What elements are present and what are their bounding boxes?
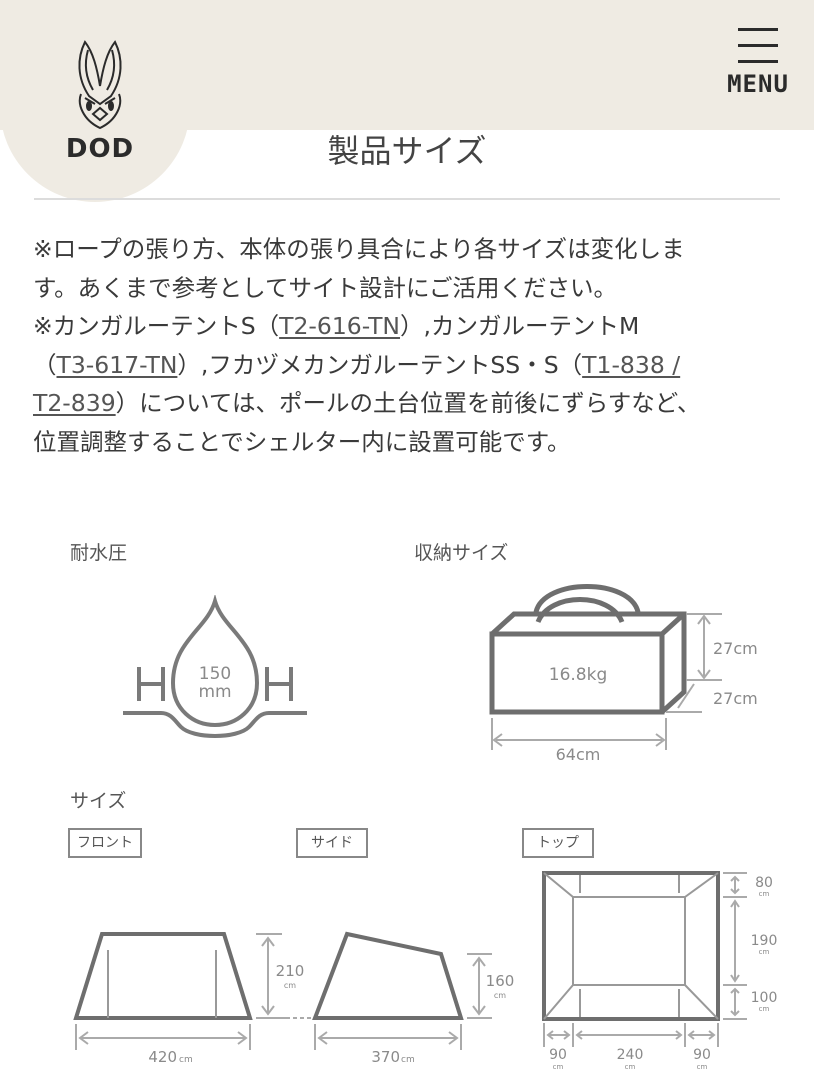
product-link-t2-839[interactable]: T2-839 — [33, 389, 116, 417]
top-width-left-unit: cm — [553, 1063, 564, 1071]
top-width-right-value: 90 — [693, 1047, 711, 1063]
product-link-t2-616-tn[interactable]: T2-616-TN — [279, 312, 401, 340]
front-view-tag: フロント — [68, 828, 142, 858]
product-link-t1-838[interactable]: T1-838 / — [582, 350, 681, 379]
note-line: ※ロープの張り方、本体の張り具合により各サイズは変化しま — [33, 235, 685, 263]
water-drop-diagram: 150 mm — [115, 595, 315, 745]
water-resistance-label: 耐水圧 — [70, 542, 128, 564]
hamburger-icon — [738, 44, 778, 47]
water-resistance-value: 150 — [199, 664, 231, 684]
top-view-diagram: 80 cm 190 cm 100 cm 90 cm 240 cm 90 cm — [535, 865, 814, 1080]
size-notes: ※ロープの張り方、本体の張り具合により各サイズは変化しま す。あくまで参考として… — [33, 230, 783, 461]
side-height-unit: cm — [494, 991, 506, 1000]
side-height-value: 160 — [486, 972, 515, 990]
top-width-right-unit: cm — [697, 1063, 708, 1071]
storage-height: 27cm — [713, 639, 758, 658]
size-label: サイズ — [70, 790, 127, 812]
hamburger-icon — [738, 28, 778, 31]
top-depth-rear-unit: cm — [759, 1005, 770, 1013]
water-resistance-unit: mm — [198, 682, 231, 702]
divider — [34, 198, 780, 200]
note-text: ）,カンガルーテントM — [400, 312, 640, 340]
water-drop-icon: 150 mm — [123, 595, 307, 738]
note-text: ）,フカヅメカンガルーテントSS・S（ — [177, 350, 583, 379]
storage-size-label: 収納サイズ — [414, 542, 509, 564]
note-text: ）については、ポールの土台位置を前後にずらすなど、 — [115, 389, 701, 417]
top-width-mid-value: 240 — [617, 1047, 644, 1063]
top-view-tag: トップ — [522, 828, 594, 858]
front-height-unit: cm — [284, 981, 296, 990]
top-width-left-value: 90 — [549, 1047, 567, 1063]
storage-bag-diagram: 16.8kg 27cm 27cm 64cm — [480, 570, 780, 770]
note-line: （T3-617-TN）,フカヅメカンガルーテントSS・S（T1-838 / — [33, 346, 783, 385]
top-width-mid-unit: cm — [625, 1063, 636, 1071]
bag-icon: 16.8kg 27cm 27cm 64cm — [489, 584, 758, 764]
tent-front-icon: 210 cm 420 cm — [73, 932, 312, 1066]
note-line: T2-839）については、ポールの土台位置を前後にずらすなど、 — [33, 384, 783, 423]
brand-name: DOD — [65, 134, 135, 164]
top-depth-front-unit: cm — [759, 890, 770, 898]
top-depth-mid-unit: cm — [759, 948, 770, 956]
note-line: 位置調整することでシェルター内に設置可能です。 — [33, 427, 571, 456]
side-width-value: 370 — [371, 1048, 400, 1066]
hamburger-icon — [738, 60, 778, 63]
note-line: ※カンガルーテントS（T2-616-TN）,カンガルーテントM — [33, 307, 783, 346]
top-depth-front-value: 80 — [755, 875, 773, 891]
top-depth-rear-value: 100 — [751, 990, 778, 1006]
page-title: 製品サイズ — [327, 132, 487, 170]
front-width-unit: cm — [179, 1055, 193, 1065]
storage-weight: 16.8kg — [549, 665, 608, 685]
top-depth-mid-value: 190 — [751, 933, 778, 949]
menu-label: MENU — [727, 70, 789, 98]
brand-logo[interactable]: DOD — [55, 38, 145, 168]
menu-button[interactable]: MENU — [720, 24, 796, 104]
front-height-value: 210 — [276, 962, 305, 980]
note-text: ※カンガルーテントS（ — [33, 312, 280, 340]
storage-depth: 27cm — [713, 689, 758, 708]
side-width-unit: cm — [401, 1055, 415, 1065]
side-view-diagram: 160 cm 370 cm — [300, 920, 530, 1070]
storage-width: 64cm — [556, 745, 601, 764]
tent-side-icon: 160 cm 370 cm — [312, 931, 515, 1066]
front-width-value: 420 — [148, 1048, 177, 1066]
front-view-diagram: 210 cm 420 cm — [60, 920, 320, 1070]
tent-top-icon: 80 cm 190 cm 100 cm 90 cm 240 cm 90 cm — [542, 871, 778, 1071]
note-line: す。あくまで参考としてサイト設計にご活用ください。 — [33, 273, 617, 302]
product-link-t3-617-tn[interactable]: T3-617-TN — [56, 350, 178, 379]
note-text: （ — [33, 350, 57, 379]
rabbit-icon — [78, 40, 122, 130]
side-view-tag: サイド — [296, 828, 368, 858]
